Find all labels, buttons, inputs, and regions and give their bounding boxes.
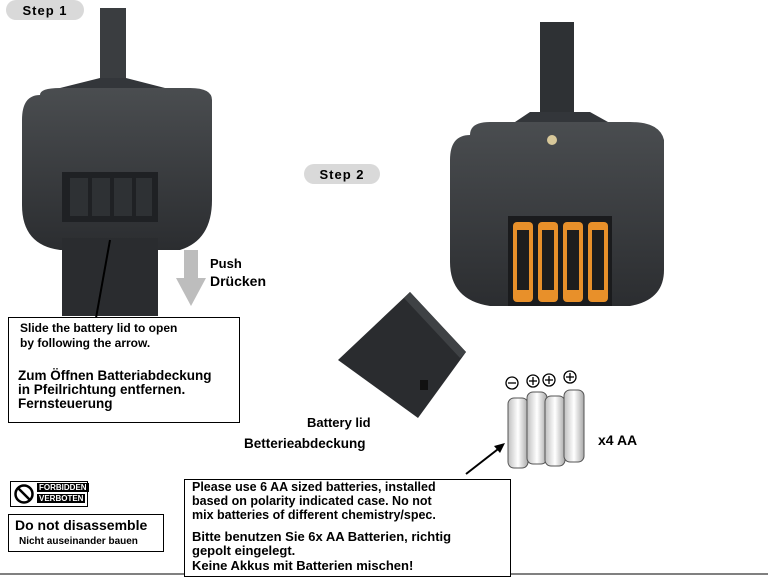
instruction-de-line3: Fernsteuerung: [18, 396, 113, 411]
step-2-label: Step 2: [304, 164, 380, 184]
instruction-de-line1: Zum Öffnen Batteriabdeckung: [18, 368, 212, 383]
disassemble-en: Do not disassemble: [15, 517, 148, 533]
battery-lid: [338, 292, 466, 418]
battery-lid-label-de: Betterieabdeckung: [244, 436, 366, 451]
forbidden-text: FORBIDDEN: [37, 483, 89, 492]
instruction-de-line2: in Pfeilrichtung entfernen.: [18, 382, 186, 397]
druecken-label: Drücken: [210, 273, 267, 289]
warning-de-line1: Bitte benutzen Sie 6x AA Batterien, rich…: [192, 529, 452, 544]
prohibition-icon: [14, 484, 34, 504]
step-1-label: Step 1: [6, 0, 84, 20]
warning-de-line3: Keine Akkus mit Batterien mischen!: [192, 558, 414, 573]
forbidden-badge: FORBIDDEN VERBOTEN: [10, 481, 89, 507]
pointer-arrow: [465, 443, 505, 475]
push-label: Push: [210, 256, 242, 271]
verboten-text: VERBOTEN: [37, 494, 86, 503]
instruction-en-line1: Slide the battery lid to open: [20, 321, 178, 335]
step1-instruction-box: Slide the battery lid to open by followi…: [8, 317, 240, 423]
remote-open-step2: [450, 22, 664, 306]
warning-en-line2: based on polarity indicated case. No not: [192, 494, 432, 508]
warning-de-line2: gepolt eingelegt.: [192, 543, 296, 558]
disassemble-warning-box: Do not disassemble Nicht auseinander bau…: [8, 514, 164, 552]
push-arrow: [176, 250, 206, 306]
warning-box: Please use 6 AA sized batteries, install…: [184, 479, 511, 577]
warning-en-line1: Please use 6 AA sized batteries, install…: [192, 480, 436, 494]
battery-count-label: x4 AA: [598, 432, 638, 448]
battery-lid-label: Battery lid: [307, 415, 371, 430]
aa-batteries-loose: [505, 370, 585, 469]
disassemble-de: Nicht auseinander bauen: [19, 536, 138, 547]
aa-cells-installed: [513, 222, 608, 302]
instruction-en-line2: by following the arrow.: [20, 336, 151, 350]
remote-back-step1: [22, 8, 212, 319]
warning-en-line3: mix batteries of different chemistry/spe…: [192, 508, 436, 522]
